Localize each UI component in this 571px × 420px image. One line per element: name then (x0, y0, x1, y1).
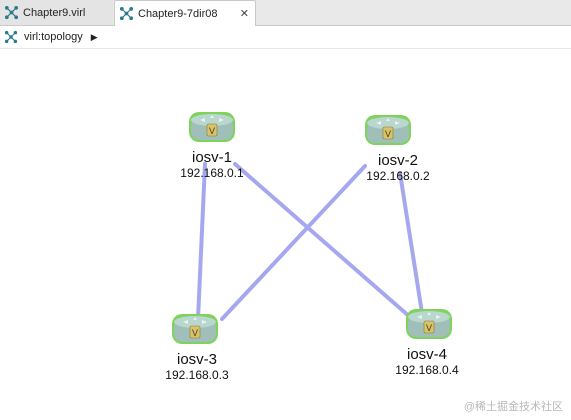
router-icon[interactable]: V (189, 112, 235, 142)
node-ip: 192.168.0.1 (180, 166, 244, 180)
tab-chapter9-7dir08[interactable]: Chapter9-7dir08 ✕ (114, 0, 256, 26)
router-badge-label: V (209, 126, 215, 136)
chevron-right-icon[interactable]: ▶ (90, 31, 98, 42)
watermark: @稀土掘金技术社区 (463, 401, 563, 413)
editor-tab-bar: Chapter9.virl Chapter9-7dir08 ✕ (0, 0, 571, 26)
node-ip: 192.168.0.2 (366, 169, 430, 183)
tab-label: Chapter9.virl (23, 6, 86, 19)
topology-icon (4, 30, 18, 44)
close-icon[interactable]: ✕ (239, 8, 249, 20)
topology-diagram[interactable]: V V V V (0, 49, 571, 420)
node-name: iosv-3 (176, 351, 217, 368)
tab-label: Chapter9-7dir08 (138, 7, 218, 20)
tab-chapter9-virl[interactable]: Chapter9.virl (0, 0, 113, 25)
router-badge-label: V (385, 129, 391, 139)
node-name: iosv-2 (377, 152, 418, 169)
link-iosv-2-iosv-4[interactable] (398, 171, 424, 315)
link-iosv-1-iosv-3[interactable] (196, 162, 207, 321)
router-icon[interactable]: V (365, 115, 411, 145)
router-badge-label: V (192, 328, 198, 338)
link-iosv-2-iosv-3[interactable] (220, 164, 367, 321)
link-iosv-1-iosv-4[interactable] (233, 162, 412, 319)
node-ip: 192.168.0.4 (395, 363, 459, 377)
router-badge-label: V (426, 323, 432, 333)
node-ip: 192.168.0.3 (165, 368, 229, 382)
router-icon[interactable]: V (172, 314, 218, 344)
topology-icon (119, 6, 134, 21)
breadcrumb: virl:topology ▶ (0, 26, 571, 49)
node-name: iosv-4 (406, 346, 447, 363)
router-icon[interactable]: V (406, 309, 452, 339)
topology-icon (4, 5, 19, 20)
breadcrumb-label[interactable]: virl:topology (24, 31, 83, 43)
node-name: iosv-1 (191, 149, 232, 166)
